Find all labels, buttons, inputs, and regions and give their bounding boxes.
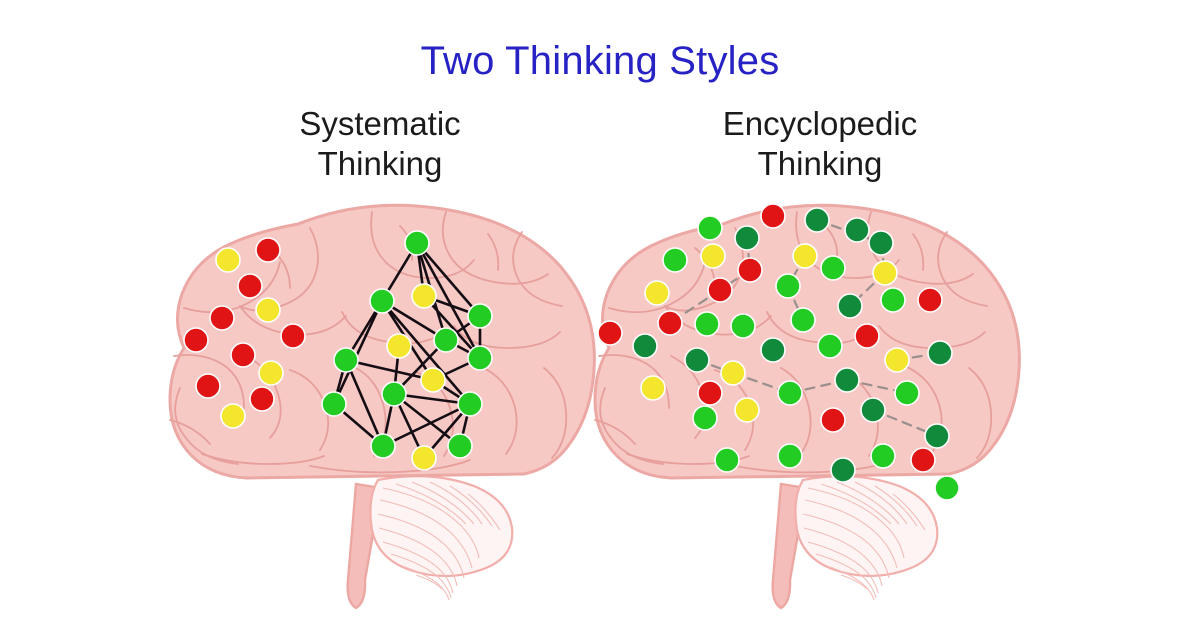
- node-yellow: [734, 397, 760, 423]
- cerebellum-shape: [794, 475, 939, 578]
- encyclopedic-nodes: [597, 203, 960, 501]
- node-green: [369, 288, 395, 314]
- brain-illustration-systematic: [150, 188, 610, 618]
- node-red: [854, 323, 880, 349]
- node-yellow: [386, 333, 412, 359]
- node-green: [321, 391, 347, 417]
- node-red: [209, 305, 235, 331]
- node-yellow: [258, 360, 284, 386]
- node-green: [467, 303, 493, 329]
- node-red: [195, 373, 221, 399]
- node-red: [597, 320, 623, 346]
- node-green-dark: [844, 217, 870, 243]
- node-yellow: [420, 367, 446, 393]
- node-red: [697, 380, 723, 406]
- node-green-dark: [868, 230, 894, 256]
- node-red: [917, 287, 943, 313]
- node-green: [457, 391, 483, 417]
- node-green: [870, 443, 896, 469]
- node-green-dark: [734, 225, 760, 251]
- node-yellow: [411, 283, 437, 309]
- brain-anatomy-group: [168, 203, 596, 610]
- node-red: [183, 327, 209, 353]
- node-green-dark: [834, 367, 860, 393]
- node-red: [280, 323, 306, 349]
- node-green: [433, 327, 459, 353]
- node-green-dark: [632, 333, 658, 359]
- node-green: [692, 405, 718, 431]
- node-red: [230, 342, 256, 368]
- node-green: [790, 307, 816, 333]
- brain-illustration-encyclopedic: [575, 188, 1035, 618]
- node-green-dark: [837, 293, 863, 319]
- node-red: [249, 386, 275, 412]
- node-green: [404, 230, 430, 256]
- panel-heading-systematic: Systematic Thinking: [180, 104, 580, 184]
- node-red: [910, 447, 936, 473]
- node-green: [697, 215, 723, 241]
- brain-svg-encyclopedic: [593, 203, 1021, 610]
- node-green-dark: [830, 457, 856, 483]
- node-green: [370, 433, 396, 459]
- node-green: [934, 475, 960, 501]
- node-red: [737, 257, 763, 283]
- node-yellow: [640, 375, 666, 401]
- node-yellow: [720, 360, 746, 386]
- brain-svg-systematic: [168, 203, 596, 610]
- node-green-dark: [927, 340, 953, 366]
- node-green: [817, 333, 843, 359]
- node-green-dark: [760, 337, 786, 363]
- node-green: [467, 345, 493, 371]
- node-yellow: [255, 297, 281, 323]
- node-red: [707, 277, 733, 303]
- node-yellow: [872, 260, 898, 286]
- cerebellum-striations: [377, 481, 501, 601]
- node-green: [714, 447, 740, 473]
- node-green: [775, 273, 801, 299]
- node-red: [760, 203, 786, 229]
- node-green: [730, 313, 756, 339]
- node-green-dark: [684, 347, 710, 373]
- node-yellow: [411, 445, 437, 471]
- cerebellum-shape: [369, 475, 514, 578]
- node-yellow: [644, 280, 670, 306]
- panel-heading-encyclopedic-line1: Encyclopedic: [722, 105, 918, 142]
- page-title: Two Thinking Styles: [420, 39, 780, 83]
- node-red: [237, 273, 263, 299]
- node-green: [820, 255, 846, 281]
- node-yellow: [220, 403, 246, 429]
- node-red: [820, 407, 846, 433]
- node-green: [447, 433, 473, 459]
- node-green-dark: [860, 397, 886, 423]
- node-yellow: [792, 243, 818, 269]
- node-green: [777, 443, 803, 469]
- node-green-dark: [804, 207, 830, 233]
- panel-heading-encyclopedic: Encyclopedic Thinking: [620, 104, 1020, 184]
- panel-heading-systematic-line1: Systematic: [299, 105, 461, 142]
- node-red: [657, 310, 683, 336]
- node-green: [694, 311, 720, 337]
- node-green: [381, 381, 407, 407]
- node-green: [880, 287, 906, 313]
- node-red: [255, 237, 281, 263]
- node-yellow: [215, 247, 241, 273]
- node-yellow: [700, 243, 726, 269]
- node-yellow: [884, 347, 910, 373]
- node-green: [894, 380, 920, 406]
- panel-heading-systematic-line2: Thinking: [317, 145, 443, 182]
- node-green: [333, 347, 359, 373]
- node-green-dark: [924, 423, 950, 449]
- node-green: [662, 247, 688, 273]
- systematic-nodes: [183, 230, 493, 471]
- panel-heading-encyclopedic-line2: Thinking: [757, 145, 883, 182]
- node-green: [777, 380, 803, 406]
- cerebellum-striations: [802, 481, 926, 601]
